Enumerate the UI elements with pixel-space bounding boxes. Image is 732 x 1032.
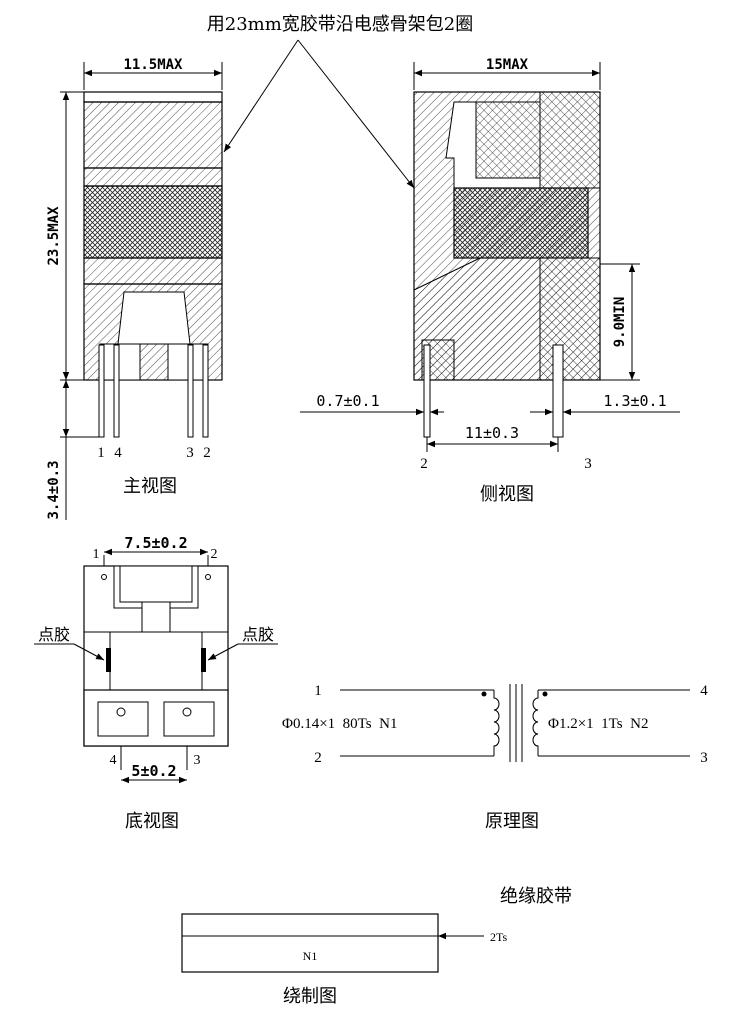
bottom-top-dim: 7.5±0.2 xyxy=(124,534,187,552)
bottom-view-caption: 底视图 xyxy=(125,811,179,832)
bottom-pin-label: 1 xyxy=(93,547,100,562)
winding-label: N1 xyxy=(303,949,318,963)
primary-dot xyxy=(481,691,487,697)
front-view: 11.5MAX 23.5MAX 3.4±0.3 1 4 3 2 主视图 xyxy=(46,57,223,520)
schematic-pin-label: 3 xyxy=(700,750,708,766)
schematic-caption: 原理图 xyxy=(485,811,539,832)
side-pin-label: 3 xyxy=(584,456,592,472)
winding-diagram: 绝缘胶带 2Ts N1 绕制图 xyxy=(181,886,572,1007)
bottom-pin-label: 3 xyxy=(194,753,201,768)
primary-coil xyxy=(493,690,500,756)
bottom-bottom-dim: 5±0.2 xyxy=(131,762,176,780)
front-pin-label: 4 xyxy=(114,445,122,461)
schematic-pin-label: 4 xyxy=(700,683,708,699)
side-height-dim: 9.0MIN xyxy=(612,297,628,348)
primary-spec: Φ0.14×1 80Ts N1 xyxy=(282,716,397,732)
side-pin-dia-right: 1.3±0.1 xyxy=(603,392,666,410)
schematic-pin-label: 2 xyxy=(314,750,322,766)
schematic: 1 2 4 3 Φ0.14×1 80Ts N1 Φ1.2×1 1Ts N2 原理… xyxy=(282,683,708,832)
tape-turns: 2Ts xyxy=(490,930,507,944)
bottom-pin-label: 2 xyxy=(211,547,218,562)
secondary-spec: Φ1.2×1 1Ts N2 xyxy=(548,716,648,732)
winding-bobbin xyxy=(181,913,439,973)
side-width-dim: 15MAX xyxy=(486,57,529,73)
tape-label: 绝缘胶带 xyxy=(500,886,572,907)
secondary-dot xyxy=(542,691,548,697)
bottom-pin-label: 4 xyxy=(110,753,117,768)
note-leader-right xyxy=(297,39,415,189)
schematic-pin-label: 1 xyxy=(314,683,322,699)
side-view: 15MAX 9.0MIN 0.7±0.1 1.3±0.1 11±0.3 2 3 xyxy=(300,57,680,505)
front-width-dim: 11.5MAX xyxy=(123,57,183,73)
winding-caption: 绕制图 xyxy=(283,986,337,1007)
front-height-dim: 23.5MAX xyxy=(46,206,62,266)
secondary-coil xyxy=(532,690,539,756)
glue-label-left: 点胶 xyxy=(38,625,70,644)
front-pin-label: 3 xyxy=(186,445,194,461)
glue-label-right: 点胶 xyxy=(242,625,274,644)
front-pin-label: 1 xyxy=(97,445,105,461)
side-pin-dia-left: 0.7±0.1 xyxy=(316,392,379,410)
front-pin-label: 2 xyxy=(203,445,211,461)
front-view-caption: 主视图 xyxy=(123,476,177,497)
side-pitch-dim: 11±0.3 xyxy=(465,424,519,442)
bottom-view: 7.5±0.2 1 2 点胶 点胶 5±0.2 4 3 底 xyxy=(34,534,278,832)
side-pin-label: 2 xyxy=(420,456,428,472)
note-leader-left xyxy=(223,39,299,153)
side-view-caption: 侧视图 xyxy=(480,484,534,505)
front-pin-dim: 3.4±0.3 xyxy=(46,460,62,519)
top-note: 用23mm宽胶带沿电感骨架包2圈 xyxy=(207,14,474,35)
